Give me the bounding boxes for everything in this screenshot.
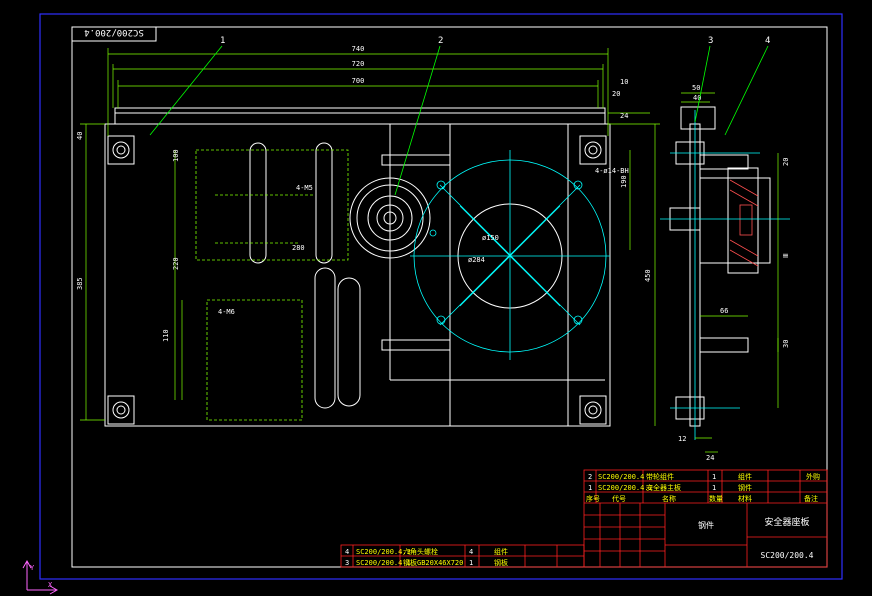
dim-d150: ø150 (482, 234, 499, 242)
center-geometry (410, 150, 610, 360)
side-dimension-texts: 50 40 20 Ⅲ 66 30 12 24 (678, 84, 790, 462)
dim-220: 220 (172, 257, 180, 270)
bom-row-2-mat: 钢件 (738, 483, 752, 492)
stamp-box (71, 26, 157, 42)
dim-700: 700 (352, 77, 365, 85)
callout-labels: 1 2 3 4 (220, 36, 770, 46)
bom-header-note: 备注 (804, 494, 818, 503)
bom-row-4-no: 3 (345, 559, 349, 567)
dim-20: 20 (612, 90, 620, 98)
side-dim-30: 30 (782, 340, 790, 348)
bom-row-2-qty: 1 (712, 484, 716, 492)
drawing-title: 安全器座板 (764, 516, 809, 528)
callout-1: 1 (220, 36, 225, 46)
dimension-texts: 740 720 700 10 20 24 40 385 100 220 110 … (76, 45, 652, 342)
corner-bolt-tr (579, 135, 607, 165)
side-dim-24: 24 (706, 454, 714, 462)
stamp-text: SC200/200.4 (84, 27, 144, 37)
sheet-outer-border (39, 13, 843, 580)
bom-row-3-mat: 组件 (494, 547, 508, 556)
slot-4 (337, 277, 361, 407)
side-dim-50: 50 (692, 84, 700, 92)
bom-row-4-name: 钢板GB20X46X720 (403, 558, 463, 567)
callout-2: 2 (438, 36, 443, 46)
callout-3: 3 (708, 36, 713, 46)
bom-header-name: 名称 (662, 494, 676, 503)
bom-header-mat: 材料 (738, 494, 752, 503)
ucs-x-label: X (48, 581, 53, 589)
callout-leaders (149, 45, 769, 196)
bom-row-3-name: 六角头螺栓 (403, 547, 438, 556)
dim-4-d14: 4-ø14-BH (595, 167, 629, 175)
main-plate-outline (104, 123, 611, 427)
bom-header-qty: 数量 (709, 494, 723, 503)
slot-2 (315, 142, 333, 264)
bom-upper: 2 SC200/200.4 带轮组件 1 组件 外购 1 SC200/200.4… (586, 472, 820, 503)
bom-row-2-no: 1 (588, 484, 592, 492)
side-view-dims (681, 92, 779, 453)
slot-3 (314, 267, 336, 409)
side-dim-66: 66 (720, 307, 728, 315)
bom-row-3-code: SC200/200.4.3 (356, 548, 411, 556)
side-dim-iii: Ⅲ (782, 253, 790, 258)
title-texts: 钢件 安全器座板 SC200/200.4 (698, 516, 814, 560)
corner-bolt-bl (107, 395, 135, 425)
corner-bolt-br (579, 395, 607, 425)
bom-row-2-name: 安全器主板 (646, 483, 681, 492)
bom-row-4-qty: 1 (469, 559, 473, 567)
dim-4-m6: 4-M6 (218, 308, 235, 316)
corner-bolt-tl (107, 135, 135, 165)
side-view-hatch (729, 179, 759, 267)
dim-280: 280 (292, 244, 305, 252)
side-dim-12: 12 (678, 435, 686, 443)
side-dim-20: 20 (782, 158, 790, 166)
hidden-lines (195, 149, 349, 421)
bom-header-no: 序号 (586, 494, 600, 503)
bom-row-1-no: 2 (588, 473, 592, 481)
top-rail (114, 107, 606, 125)
drawing-number: SC200/200.4 (761, 551, 814, 560)
dim-450: 450 (644, 269, 652, 282)
bom-row-3-no: 4 (345, 548, 349, 556)
side-view-shafts (660, 110, 790, 440)
front-view (104, 107, 611, 427)
dim-100: 100 (172, 149, 180, 162)
dim-190: 190 (620, 175, 628, 188)
material-cell: 钢件 (698, 520, 714, 530)
slot-1 (249, 142, 267, 264)
bom-row-1-code: SC200/200.4 (598, 473, 644, 481)
side-dim-40: 40 (693, 94, 701, 102)
dim-10: 10 (620, 78, 628, 86)
callout-4: 4 (765, 36, 770, 46)
bom-row-1-name: 带轮组件 (646, 472, 674, 481)
dim-385: 385 (76, 277, 84, 290)
bom-row-3-qty: 4 (469, 548, 473, 556)
bom-row-2-code: SC200/200.4.1 (598, 484, 653, 492)
dim-40: 40 (76, 132, 84, 140)
dim-110: 110 (162, 329, 170, 342)
bom-row-1-mat: 组件 (738, 472, 752, 481)
bom-row-1-note: 外购 (806, 472, 820, 481)
bom-row-4-mat: 钢板 (494, 558, 508, 567)
pulley (349, 177, 431, 259)
dim-d284: ø284 (468, 256, 485, 264)
bom-row-4-code: SC200/200.4-1 (356, 559, 411, 567)
bom-header-code: 代号 (612, 494, 626, 503)
dim-740: 740 (352, 45, 365, 53)
bom-row-1-qty: 1 (712, 473, 716, 481)
dim-720: 720 (352, 60, 365, 68)
dim-4-m5: 4-M5 (296, 184, 313, 192)
dim-24: 24 (620, 112, 628, 120)
title-block (340, 469, 828, 568)
ucs-icon (22, 559, 59, 595)
side-view (669, 106, 771, 427)
ucs-y-label: Y (30, 564, 35, 572)
dimension-lines (80, 48, 660, 426)
bom-lower: 4 SC200/200.4.3 六角头螺栓 4 组件 3 SC200/200.4… (345, 547, 508, 567)
